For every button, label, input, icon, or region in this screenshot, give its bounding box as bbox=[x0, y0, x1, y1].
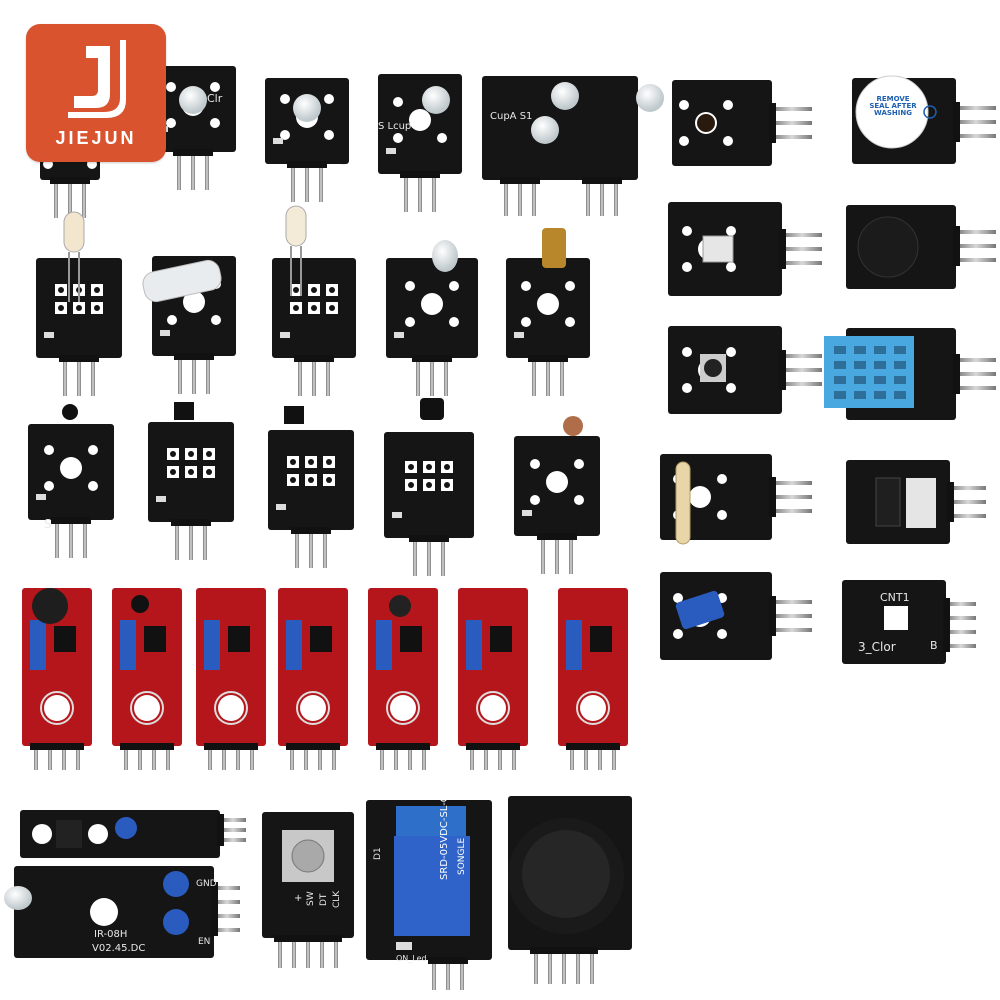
microphone-big bbox=[32, 588, 68, 624]
module-led-bicolor bbox=[272, 205, 356, 396]
b-pin-label: B bbox=[930, 639, 938, 652]
module-rotary-encoder bbox=[262, 812, 354, 968]
module-sound-small bbox=[368, 588, 438, 770]
module-shock-sensor bbox=[668, 202, 822, 296]
module-mercury-tilt bbox=[142, 256, 236, 394]
module-digital-temp bbox=[196, 588, 266, 770]
songle-label: SONGLE bbox=[457, 837, 467, 875]
module-obstacle-avoid bbox=[4, 866, 240, 958]
module-ir-transmitter bbox=[386, 240, 478, 396]
module-reed-switch bbox=[660, 454, 812, 545]
module-obstacle-top bbox=[20, 810, 246, 858]
module-dht11 bbox=[824, 328, 996, 420]
three-clor-label: 3_Clor bbox=[858, 640, 896, 654]
module-metal-touch bbox=[458, 588, 528, 770]
cnt1-label: CNT1 bbox=[880, 591, 910, 604]
module-photo-interrupter bbox=[846, 460, 986, 544]
module-passive-buzzer bbox=[846, 205, 996, 289]
module-two-color-led bbox=[36, 211, 122, 396]
flame-led bbox=[131, 595, 149, 613]
d1-label: D1 bbox=[373, 847, 383, 860]
module-flame bbox=[112, 588, 182, 770]
module-analog-hall-red bbox=[278, 588, 348, 770]
module-light-cup bbox=[378, 74, 462, 212]
module-hall-sensor bbox=[672, 80, 812, 166]
buzzer-sticker-text: REMOVE SEAL AFTER WASHING bbox=[869, 95, 917, 117]
gnd-pin-label: GND bbox=[196, 879, 217, 889]
module-rgb-smd bbox=[842, 580, 976, 664]
module-linear-hall bbox=[268, 406, 354, 568]
microphone-small bbox=[389, 595, 411, 617]
module-analog-hall bbox=[148, 402, 234, 560]
plus-pin-label: + bbox=[294, 893, 303, 904]
jiejun-logo: JIEJUN bbox=[26, 24, 166, 162]
module-sound-big bbox=[22, 588, 92, 770]
en-pin-label: EN bbox=[198, 937, 211, 947]
module-button bbox=[668, 326, 822, 414]
minus-pin-label: - bbox=[341, 157, 346, 171]
module-relay bbox=[366, 800, 492, 990]
cupa-label: CupA S1 bbox=[490, 111, 533, 122]
module-reed-red bbox=[558, 588, 628, 770]
module-active-buzzer bbox=[852, 75, 996, 164]
module-photoresistor bbox=[514, 416, 600, 574]
voltage-label: V02.45.DC bbox=[92, 943, 146, 954]
module-temperature bbox=[28, 404, 114, 558]
module-dual-light-cup bbox=[482, 76, 664, 216]
logo-wordmark: JIEJUN bbox=[55, 128, 137, 148]
clr-label: Clr bbox=[207, 92, 223, 105]
ir08h-label: IR-08H bbox=[94, 929, 128, 940]
lcup-label: S Lcup bbox=[378, 121, 412, 132]
module-led-5mm bbox=[265, 78, 349, 202]
module-laser bbox=[506, 228, 590, 396]
module-color-led bbox=[150, 66, 236, 190]
on-led-label: ON_Led bbox=[396, 954, 427, 963]
relay-model-label: SRD-05VDC-SL-C bbox=[439, 795, 450, 880]
module-ir-receiver bbox=[384, 398, 474, 576]
sw-pin-label: SW bbox=[306, 891, 316, 906]
module-tilt-switch bbox=[660, 572, 812, 660]
module-joystick bbox=[508, 796, 632, 984]
clk-pin-label: CLK bbox=[332, 890, 342, 908]
logo-mark-icon bbox=[68, 40, 126, 118]
dt-pin-label: DT bbox=[319, 893, 329, 906]
s-pin-label: S bbox=[44, 517, 52, 531]
